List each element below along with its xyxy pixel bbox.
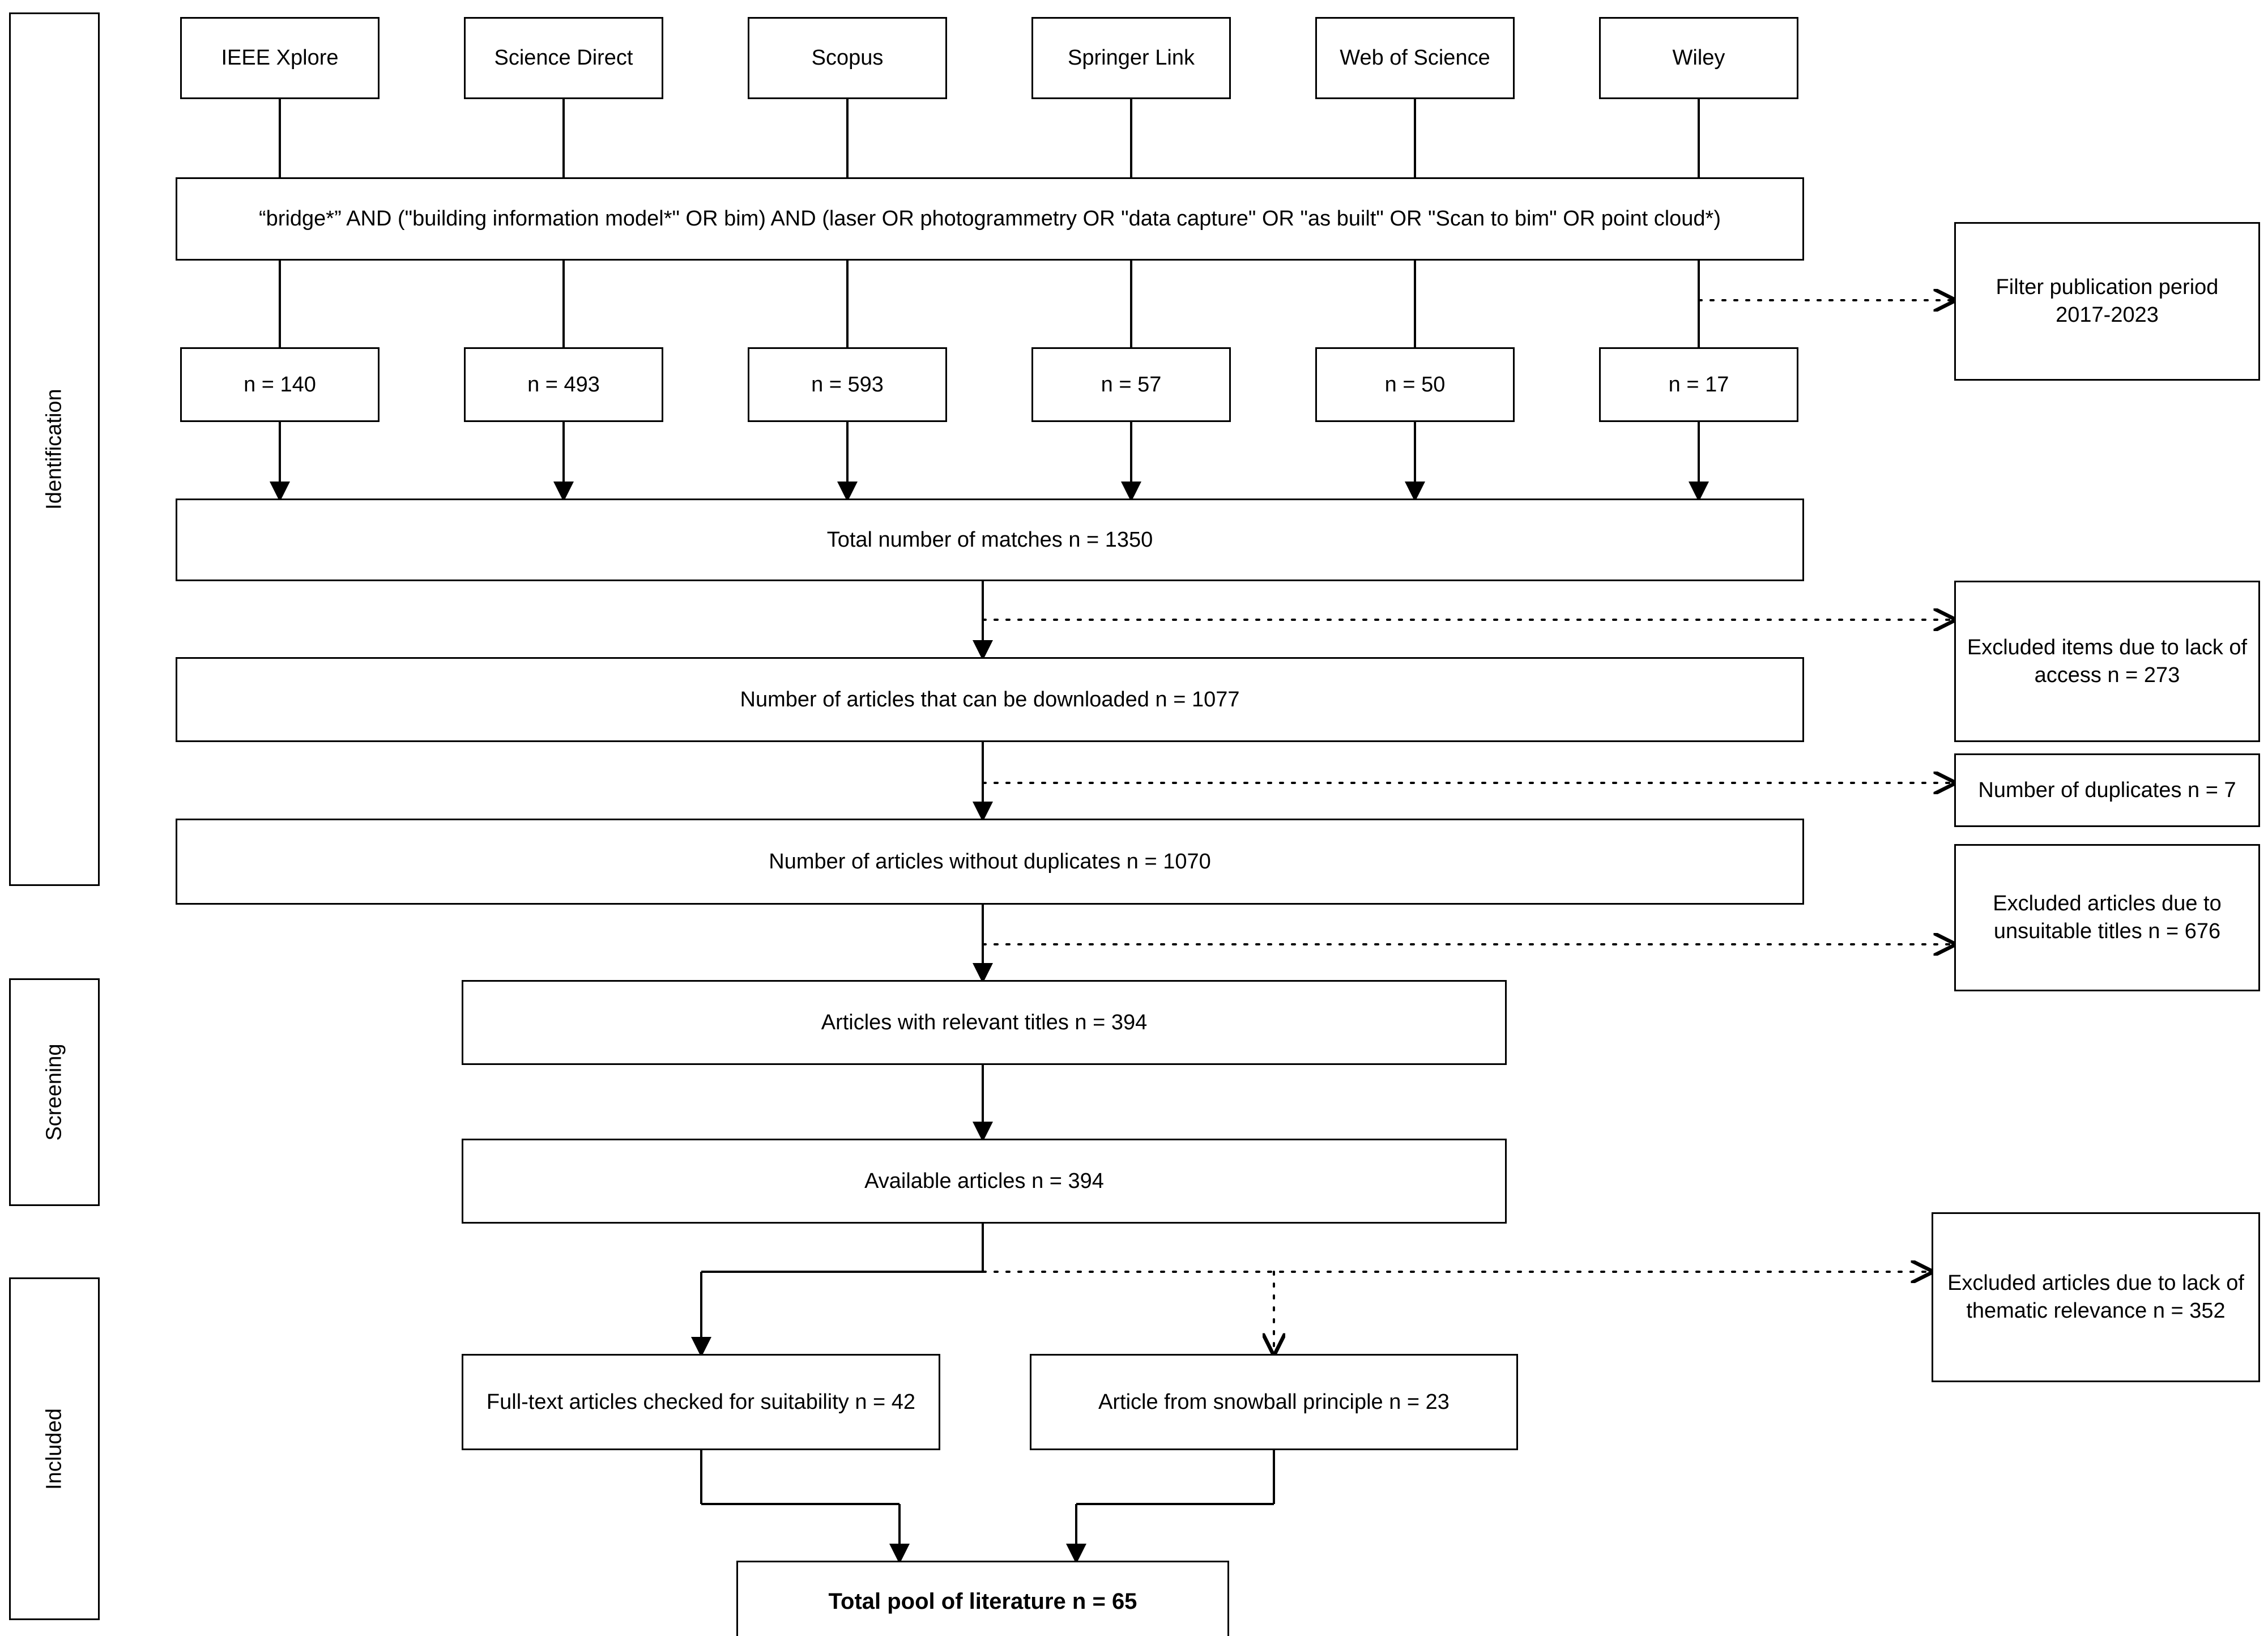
flow-label-total-matches: Total number of matches n = 1350 (826, 527, 1153, 552)
note-label-duplicates: Number of duplicates n = 7 (1978, 778, 2236, 802)
note-box-excluded-access: Excluded items due to lack of access n =… (1954, 581, 2260, 742)
search-query-box[interactable]: “bridge*” AND ("building information mod… (176, 177, 1804, 261)
note-label-excluded-access: Excluded items due to lack of access n =… (1967, 635, 2248, 687)
flow-label-snowball: Article from snowball principle n = 23 (1098, 1390, 1450, 1414)
note-label-excluded-titles: Excluded articles due to unsuitable titl… (1993, 892, 2222, 943)
source-label-scopus: Scopus (811, 46, 884, 70)
flow-box-total-matches: Total number of matches n = 1350 (176, 499, 1804, 581)
note-box-duplicates: Number of duplicates n = 7 (1954, 753, 2260, 827)
source-label-wiley: Wiley (1672, 46, 1725, 70)
flow-label-total-pool: Total pool of literature n = 65 (828, 1588, 1137, 1614)
source-box-springer-link[interactable]: Springer Link (1031, 17, 1231, 99)
search-query-text: “bridge*” AND ("building information mod… (259, 207, 1721, 231)
stage-label-included: Included (42, 1408, 66, 1490)
stage-band-included: Included (9, 1277, 100, 1620)
count-label-scopus: n = 593 (811, 372, 884, 397)
source-label-science-direct: Science Direct (494, 46, 633, 70)
count-box-scopus: n = 593 (748, 347, 947, 422)
source-label-springer-link: Springer Link (1068, 46, 1195, 70)
count-box-springer-link: n = 57 (1031, 347, 1231, 422)
source-label-ieee-xplore: IEEE Xplore (221, 46, 339, 70)
note-box-filter-period: Filter publication period 2017-2023 (1954, 222, 2260, 381)
count-box-science-direct: n = 493 (464, 347, 663, 422)
count-label-wiley: n = 17 (1668, 372, 1729, 397)
count-box-wiley: n = 17 (1599, 347, 1798, 422)
count-box-web-of-science: n = 50 (1315, 347, 1515, 422)
flow-label-downloadable: Number of articles that can be downloade… (740, 687, 1240, 712)
flow-box-without-duplicates: Number of articles without duplicates n … (176, 819, 1804, 905)
flow-box-relevant-titles: Articles with relevant titles n = 394 (462, 980, 1507, 1065)
source-box-wiley[interactable]: Wiley (1599, 17, 1798, 99)
flow-box-snowball: Article from snowball principle n = 23 (1030, 1354, 1518, 1450)
stage-label-identification: Identification (42, 389, 66, 510)
note-box-excluded-thematic: Excluded articles due to lack of themati… (1932, 1212, 2260, 1382)
note-label-filter-period: Filter publication period 2017-2023 (1996, 275, 2219, 327)
count-box-ieee-xplore: n = 140 (180, 347, 380, 422)
note-label-excluded-thematic: Excluded articles due to lack of themati… (1947, 1271, 2244, 1323)
count-label-science-direct: n = 493 (527, 372, 600, 397)
stage-label-screening: Screening (42, 1043, 66, 1141)
count-label-springer-link: n = 57 (1101, 372, 1162, 397)
source-box-scopus[interactable]: Scopus (748, 17, 947, 99)
flow-label-available-articles: Available articles n = 394 (864, 1169, 1104, 1193)
source-box-ieee-xplore[interactable]: IEEE Xplore (180, 17, 380, 99)
count-label-ieee-xplore: n = 140 (244, 372, 316, 397)
flow-label-fulltext-checked: Full-text articles checked for suitabili… (486, 1390, 916, 1414)
count-label-web-of-science: n = 50 (1384, 372, 1446, 397)
note-box-excluded-titles: Excluded articles due to unsuitable titl… (1954, 844, 2260, 991)
flow-box-downloadable: Number of articles that can be downloade… (176, 657, 1804, 742)
flow-label-without-duplicates: Number of articles without duplicates n … (769, 849, 1211, 874)
stage-band-screening: Screening (9, 978, 100, 1206)
source-box-science-direct[interactable]: Science Direct (464, 17, 663, 99)
flow-box-available-articles: Available articles n = 394 (462, 1139, 1507, 1224)
source-label-web-of-science: Web of Science (1340, 46, 1490, 70)
stage-band-identification: Identification (9, 12, 100, 886)
flow-box-total-pool: Total pool of literature n = 65 (736, 1561, 1229, 1636)
source-box-web-of-science[interactable]: Web of Science (1315, 17, 1515, 99)
flow-label-relevant-titles: Articles with relevant titles n = 394 (821, 1010, 1148, 1034)
flow-box-fulltext-checked: Full-text articles checked for suitabili… (462, 1354, 940, 1450)
